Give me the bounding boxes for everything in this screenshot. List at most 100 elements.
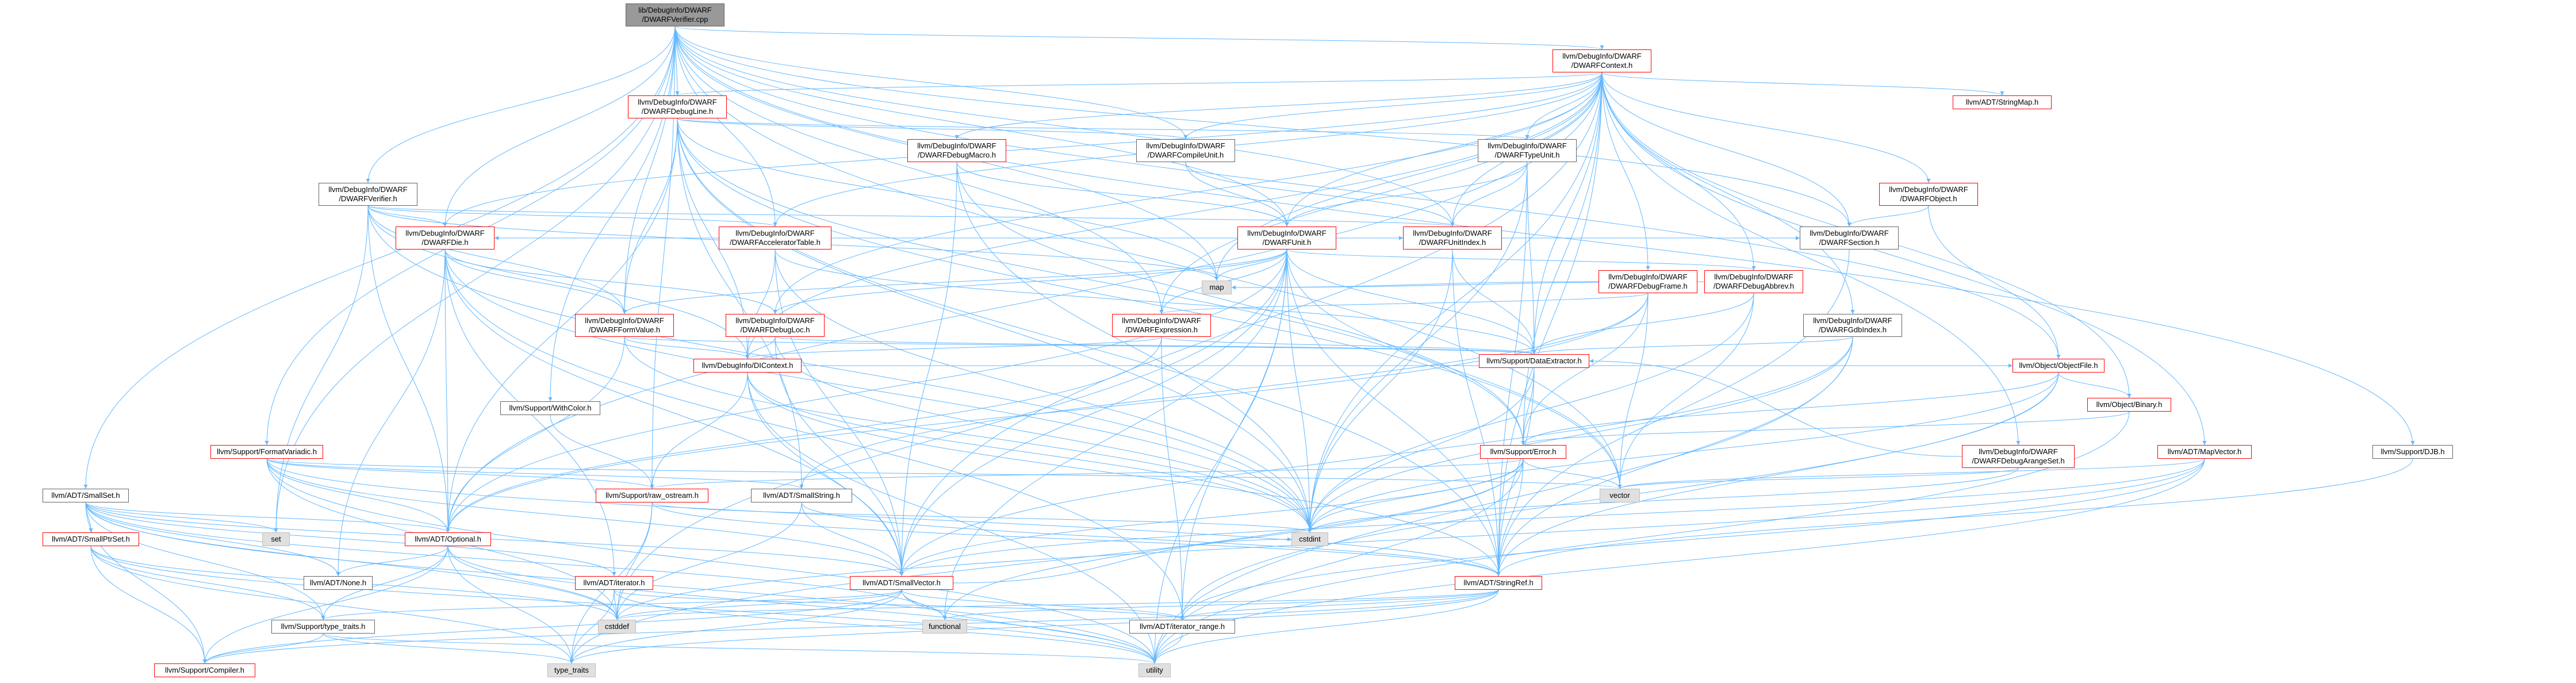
node-dwarf-debug-frame[interactable]: llvm/DebugInfo/DWARF /DWARFDebugFrame.h <box>1598 270 1697 293</box>
node-label: /DWARFCompileUnit.h <box>1147 151 1224 159</box>
node-dwarf-section[interactable]: llvm/DebugInfo/DWARF /DWARFSection.h <box>1800 227 1899 250</box>
edge-dwarf_context-to-dwarf_expression <box>1159 72 1603 314</box>
node-data-extractor[interactable]: llvm/Support/DataExtractor.h <box>1479 354 1589 368</box>
edge-dwarf_context-to-data_extractor <box>1532 72 1603 355</box>
node-string-ref[interactable]: llvm/ADT/StringRef.h <box>1455 576 1542 590</box>
edge-dwarf_context-to-dwarf_section <box>1601 72 1851 227</box>
node-adt-iterator[interactable]: llvm/ADT/iterator.h <box>575 576 653 590</box>
node-small-ptr-set[interactable]: llvm/ADT/SmallPtrSet.h <box>43 532 139 546</box>
edge-root-to-dwarf_unit <box>674 26 1289 227</box>
edge-adt_iterator-to-iterator_range <box>614 589 1184 620</box>
edge-string_ref-to-utility <box>1152 589 1499 664</box>
edge-dwarf_unit_index-to-string_ref <box>1452 249 1501 577</box>
edge-object_file-to-object_binary <box>2058 372 2132 398</box>
edge-dwarf_accel_table-to-small_vector <box>775 249 904 577</box>
edge-adt_optional-to-type_traits <box>447 546 574 664</box>
node-label: llvm/ADT/StringMap.h <box>1965 98 2039 106</box>
node-label: cstddef <box>605 622 629 631</box>
edge-dwarf_debug_abbrev-to-data_extractor <box>1532 293 1754 355</box>
edge-dwarf_object-to-dwarf_section <box>1847 205 1929 227</box>
edge-small_set-to-type_traits_h <box>85 502 325 620</box>
edge-dwarf_debug_line-to-dwarf_compile_unit <box>677 118 1188 140</box>
edge-dwarf_die-to-dwarf_form_value <box>444 249 627 314</box>
node-with-color[interactable]: llvm/Support/WithColor.h <box>500 401 600 415</box>
edge-dwarf_debug_macro-to-support_error <box>956 162 1525 446</box>
node-label: llvm/DebugInfo/DWARF <box>735 229 815 237</box>
edge-dwarf_die-to-iterator_range <box>444 249 1184 620</box>
node-label: /DWARFDie.h <box>421 238 469 247</box>
node-dwarf-verifier-h[interactable]: llvm/DebugInfo/DWARF /DWARFVerifier.h <box>319 183 417 206</box>
edge-support_error-to-raw_ostream <box>650 458 1524 489</box>
edge-format_variadic-to-utility <box>266 458 1157 664</box>
node-cstdint: cstdint <box>1291 532 1328 546</box>
edge-dwarf_debug_loc-to-data_extractor <box>775 336 1536 355</box>
node-dwarf-debug-macro[interactable]: llvm/DebugInfo/DWARF /DWARFDebugMacro.h <box>907 139 1006 162</box>
edge-dwarf_verifier_h-to-di_context <box>367 205 750 359</box>
edge-dwarf_verifier_h-to-dwarf_die <box>367 205 447 227</box>
edge-string_ref-to-cstddef <box>615 589 1499 620</box>
edge-root-to-support_djb <box>674 26 2415 446</box>
edge-dwarf_debug_abbrev-to-vector <box>1617 293 1754 489</box>
edge-dwarf_debug_macro-to-small_vector <box>899 162 957 577</box>
edge-dwarf_debug_line-to-vector <box>677 118 1622 489</box>
node-dwarf-compile-unit[interactable]: llvm/DebugInfo/DWARF /DWARFCompileUnit.h <box>1136 139 1235 162</box>
node-label: llvm/DebugInfo/DWARF <box>917 141 996 150</box>
node-dwarf-type-unit[interactable]: llvm/DebugInfo/DWARF /DWARFTypeUnit.h <box>1478 139 1577 162</box>
node-support-error[interactable]: llvm/Support/Error.h <box>1480 445 1566 459</box>
node-support-type-traits[interactable]: llvm/Support/type_traits.h <box>271 620 375 634</box>
node-support-djb[interactable]: llvm/Support/DJB.h <box>2372 445 2453 459</box>
edge-dwarf_context-to-dwarf_die <box>443 72 1603 227</box>
node-label: llvm/DebugInfo/DWARF <box>1810 229 1889 237</box>
node-dwarf-unit-index[interactable]: llvm/DebugInfo/DWARF /DWARFUnitIndex.h <box>1403 227 1502 250</box>
node-label: /DWARFFormValue.h <box>588 325 661 334</box>
edge-data_extractor-to-string_ref <box>1496 367 1535 577</box>
edge-dwarf_unit-to-dwarf_debug_loc <box>773 249 1287 314</box>
node-label: llvm/ADT/None.h <box>309 578 367 587</box>
node-dwarf-unit[interactable]: llvm/DebugInfo/DWARF /DWARFUnit.h <box>1237 227 1336 250</box>
node-dwarf-accelerator-table[interactable]: llvm/DebugInfo/DWARF /DWARFAcceleratorTa… <box>719 227 831 250</box>
node-dwarf-die[interactable]: llvm/DebugInfo/DWARF /DWARFDie.h <box>396 227 494 250</box>
node-dwarf-object[interactable]: llvm/DebugInfo/DWARF /DWARFObject.h <box>1879 183 1978 206</box>
node-dwarf-debug-arange-set[interactable]: llvm/DebugInfo/DWARF /DWARFDebugArangeSe… <box>1962 445 2075 468</box>
node-dwarf-expression[interactable]: llvm/DebugInfo/DWARF /DWARFExpression.h <box>1112 314 1211 337</box>
node-iterator-range[interactable]: llvm/ADT/iterator_range.h <box>1129 620 1235 634</box>
node-small-set[interactable]: llvm/ADT/SmallSet.h <box>43 489 129 502</box>
node-adt-optional[interactable]: llvm/ADT/Optional.h <box>405 532 491 546</box>
edge-dwarf_unit-to-dwarf_debug_abbrev <box>1286 249 1756 271</box>
node-object-file[interactable]: llvm/Object/ObjectFile.h <box>2012 359 2104 373</box>
edge-dwarf_expression-to-iterator_range <box>1161 336 1184 620</box>
node-di-context[interactable]: llvm/DebugInfo/DIContext.h <box>693 359 802 373</box>
node-small-vector[interactable]: llvm/ADT/SmallVector.h <box>850 576 953 590</box>
edge-dwarf_context-to-dwarf_type_unit <box>1525 72 1603 140</box>
node-adt-none[interactable]: llvm/ADT/None.h <box>304 576 373 590</box>
node-object-binary[interactable]: llvm/Object/Binary.h <box>2087 398 2171 412</box>
node-dwarf-debug-abbrev[interactable]: llvm/DebugInfo/DWARF /DWARFDebugAbbrev.h <box>1704 270 1803 293</box>
edge-root-to-dwarf_verifier_h <box>366 26 676 183</box>
edge-dwarf_type_unit-to-dwarf_unit <box>1285 162 1528 227</box>
node-map-vector[interactable]: llvm/ADT/MapVector.h <box>2157 445 2252 459</box>
node-string-map[interactable]: llvm/ADT/StringMap.h <box>1953 95 2052 109</box>
edge-dwarf_debug_line-to-small_string <box>677 118 804 489</box>
node-dwarf-context[interactable]: llvm/DebugInfo/DWARF /DWARFContext.h <box>1552 49 1651 72</box>
node-label: llvm/ADT/SmallVector.h <box>862 578 941 587</box>
node-dwarf-debug-loc[interactable]: llvm/DebugInfo/DWARF /DWARFDebugLoc.h <box>726 314 825 337</box>
edge-small_vector-to-cstdint <box>953 537 1292 584</box>
edge-dwarf_type_unit-to-string_ref <box>1496 162 1528 577</box>
node-dwarf-form-value[interactable]: llvm/DebugInfo/DWARF /DWARFFormValue.h <box>575 314 674 337</box>
node-functional: functional <box>922 620 967 634</box>
node-support-compiler[interactable]: llvm/Support/Compiler.h <box>154 663 255 677</box>
node-label: llvm/Object/ObjectFile.h <box>2019 361 2098 370</box>
edge-adt_iterator-to-type_traits <box>569 589 615 664</box>
edge-dwarf_gdb_index-to-small_vector <box>899 336 1853 577</box>
node-label: llvm/DebugInfo/DWARF <box>1122 316 1201 325</box>
edge-dwarf_unit-to-data_extractor <box>1286 249 1536 355</box>
edge-object_file-to-support_error <box>1521 372 2059 446</box>
node-format-variadic[interactable]: llvm/Support/FormatVariadic.h <box>210 445 323 459</box>
node-dwarf-gdb-index[interactable]: llvm/DebugInfo/DWARF /DWARFGdbIndex.h <box>1803 314 1902 337</box>
node-small-string[interactable]: llvm/ADT/SmallString.h <box>751 489 852 502</box>
edge-dwarf_debug_aranges-to-vector <box>1617 467 2019 489</box>
node-dwarf-debug-line[interactable]: llvm/DebugInfo/DWARF /DWARFDebugLine.h <box>628 95 727 118</box>
edge-support_error-to-string_ref <box>1496 458 1524 577</box>
edge-dwarf_debug_line-to-adt_optional <box>446 118 678 533</box>
node-raw-ostream[interactable]: llvm/Support/raw_ostream.h <box>596 489 708 502</box>
